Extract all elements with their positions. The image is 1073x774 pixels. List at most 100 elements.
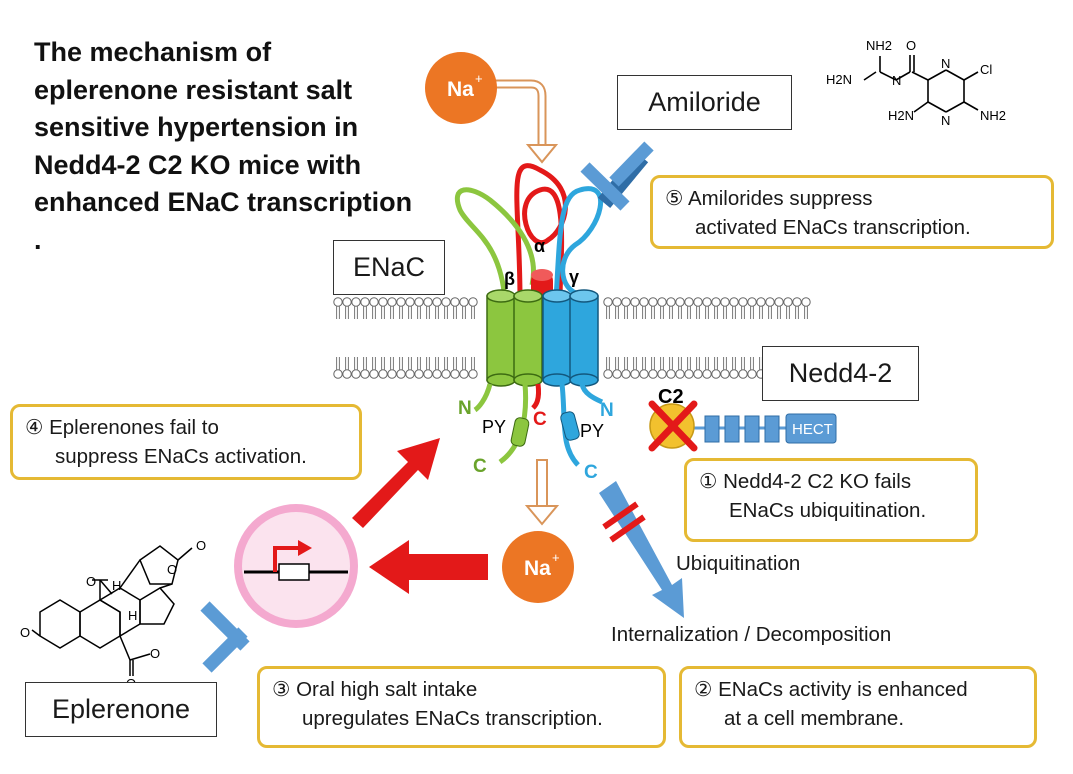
lipid-head <box>774 297 784 320</box>
lipid-head <box>459 356 469 379</box>
lipid-head <box>405 297 415 320</box>
svg-text:N: N <box>941 113 950 128</box>
svg-text:O: O <box>196 538 206 553</box>
lipid-head <box>630 297 640 320</box>
note-1-num: ① <box>699 470 718 493</box>
svg-text:O: O <box>906 38 916 53</box>
lipid-head <box>396 297 406 320</box>
beta-n-label: N <box>458 398 472 419</box>
lipid-head <box>405 356 415 379</box>
lipid-head <box>738 356 748 379</box>
lipid-head <box>423 356 433 379</box>
alpha-c-tail <box>531 383 541 410</box>
internalization-arrow <box>599 481 684 618</box>
svg-text:H2N: H2N <box>826 72 852 87</box>
svg-text:H: H <box>128 608 137 623</box>
eplerenone-structure <box>31 545 193 676</box>
lipid-head <box>432 356 442 379</box>
enac-alpha-loop <box>514 163 568 301</box>
lipid-head <box>711 297 721 320</box>
nedd4-2-protein: HECT C2 <box>648 386 837 452</box>
lipid-head <box>468 356 478 379</box>
lipid-head <box>801 297 811 320</box>
beta-n-tail <box>473 383 493 413</box>
lipid-head <box>729 297 739 320</box>
note-4-line2: suppress ENaCs activation. <box>55 445 307 468</box>
note-5-line1: Amilorides suppress <box>687 187 873 210</box>
lipid-head <box>675 297 685 320</box>
svg-text:O: O <box>167 562 177 577</box>
beta-label: β <box>504 269 515 289</box>
lipid-head <box>630 356 640 379</box>
svg-text:Na: Na <box>447 78 474 101</box>
c2-label: C2 <box>658 386 684 408</box>
note-4: ④ Eplerenones fail to suppress ENaCs act… <box>10 404 362 480</box>
svg-text:N: N <box>941 56 950 71</box>
lipid-head <box>414 297 424 320</box>
enac-beta-loop <box>454 187 536 301</box>
svg-text:Cl: Cl <box>980 62 992 77</box>
amiloride-atoms: NH2 O H2N N N Cl N H2N NH2 <box>826 38 1006 128</box>
lipid-head <box>441 297 451 320</box>
enac-label: ENaC <box>352 252 426 282</box>
lipid-head <box>459 297 469 320</box>
na-influx-arrow <box>495 79 559 164</box>
lipid-head <box>684 297 694 320</box>
svg-text:O: O <box>20 625 30 640</box>
note-5-line2: activated ENaCs transcription. <box>695 216 971 239</box>
enac-gamma-loop <box>553 186 603 301</box>
lipid-head <box>738 297 748 320</box>
lipid-head <box>414 356 424 379</box>
note-4-line1: Eplerenones fail to <box>49 416 219 439</box>
lipid-head <box>360 356 370 379</box>
lipid-head <box>387 356 397 379</box>
lipid-head <box>603 297 613 320</box>
note-1-line1: Nedd4-2 C2 KO fails <box>723 470 912 493</box>
gamma-n-tail <box>579 383 604 405</box>
gamma-subunit <box>542 289 599 387</box>
lipid-head <box>441 356 451 379</box>
lipid-head <box>450 297 460 320</box>
lipid-head <box>675 356 685 379</box>
eplerenone-label: Eplerenone <box>51 694 191 724</box>
eplerenone-inhibitor-icon <box>200 601 250 673</box>
lipid-head <box>621 297 631 320</box>
note-2-num: ② <box>694 678 713 701</box>
beta-c-label: C <box>473 456 487 477</box>
alpha-c-label: C <box>533 409 547 430</box>
lipid-head <box>657 356 667 379</box>
note-3-line1: Oral high salt intake <box>296 678 478 701</box>
lipid-head <box>612 356 622 379</box>
note-3-line2: upregulates ENaCs transcription. <box>302 707 603 730</box>
amiloride-label: Amiloride <box>648 87 761 117</box>
lipid-head <box>369 356 379 379</box>
lipid-head <box>396 356 406 379</box>
lipid-head <box>468 297 478 320</box>
lipid-head <box>657 297 667 320</box>
gamma-py-label: PY <box>580 421 604 441</box>
lipid-head <box>432 297 442 320</box>
lipid-head <box>747 297 757 320</box>
activation-arrow <box>352 438 440 528</box>
na-ion-bottom: Na + <box>502 531 574 603</box>
note-2: ② ENaCs activity is enhanced at a cell m… <box>679 666 1037 748</box>
svg-text:Na: Na <box>524 557 551 580</box>
note-1: ① Nedd4-2 C2 KO fails ENaCs ubiquitinati… <box>684 458 978 542</box>
lipid-head <box>747 356 757 379</box>
amiloride-structure <box>863 55 979 113</box>
lipid-head <box>603 356 613 379</box>
lipid-head <box>342 297 352 320</box>
hect-domain <box>785 413 837 444</box>
nedd4-label: Nedd4-2 <box>788 358 893 388</box>
svg-text:O: O <box>86 574 96 589</box>
note-4-num: ④ <box>25 416 44 439</box>
transcription-arrow <box>369 540 488 594</box>
lipid-head <box>351 356 361 379</box>
svg-text:NH2: NH2 <box>866 38 892 53</box>
lipid-head <box>360 297 370 320</box>
svg-text:HECT: HECT <box>792 421 833 438</box>
note-2-line2: at a cell membrane. <box>724 707 905 730</box>
eplerenone-label-box: Eplerenone <box>25 682 217 737</box>
lipid-head <box>621 356 631 379</box>
knockout-cross-icon <box>648 400 698 452</box>
